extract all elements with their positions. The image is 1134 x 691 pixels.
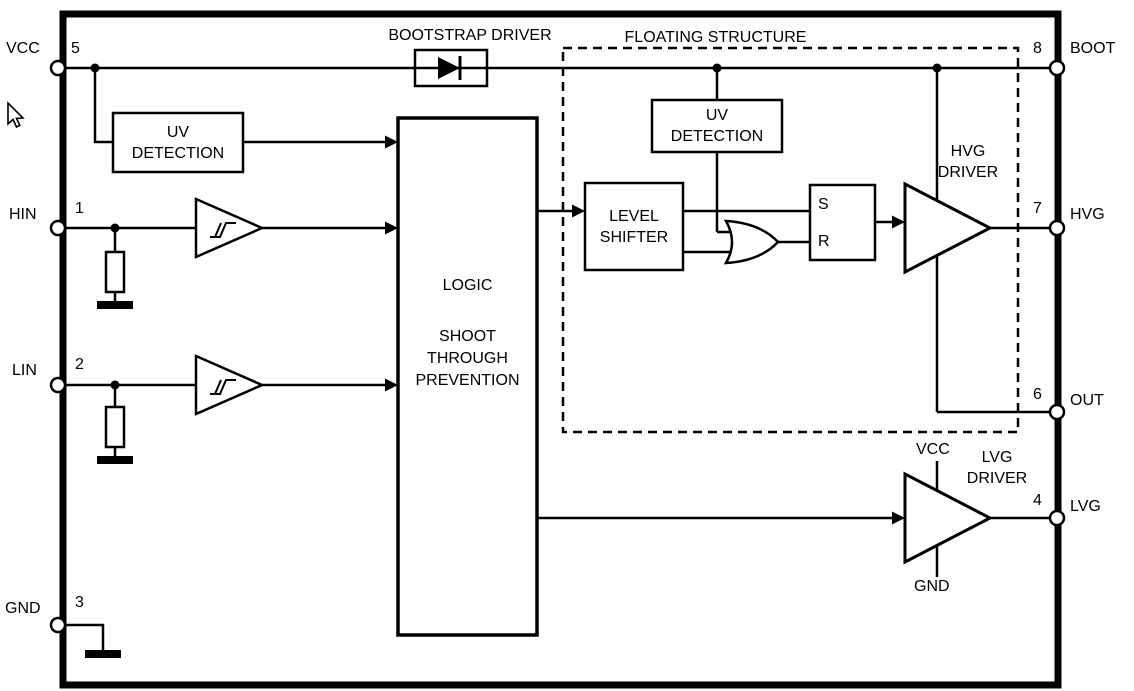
ground-symbol: [97, 301, 133, 309]
logic-subtitle: SHOOT THROUGH PREVENTION: [415, 328, 520, 389]
lvg-driver-vcc-label: VCC: [916, 441, 950, 458]
pin-lvg-terminal: [1048, 509, 1066, 527]
sr-latch-reset-label: R: [818, 233, 830, 250]
hysteresis-icon: [214, 379, 222, 395]
hvg-driver-triangle: [903, 181, 994, 275]
pin-hin-terminal: [49, 219, 67, 237]
uv-input-branch: [93, 68, 113, 144]
hvg-driver-label: HVG DRIVER: [937, 143, 999, 181]
chip-boundary: [59, 10, 1062, 689]
pin-label-vcc: VCC: [6, 40, 40, 57]
pin-number-gnd: 3: [75, 594, 84, 611]
pin-vcc-terminal: [49, 59, 67, 77]
pin-boot-terminal: [1048, 59, 1066, 77]
logic-title: LOGIC: [442, 277, 493, 294]
hin-schmitt-buffer: [194, 197, 266, 259]
pin-label-gnd: GND: [5, 600, 41, 617]
pin-label-lvg: LVG: [1070, 498, 1101, 515]
sr-latch-box: [808, 183, 877, 262]
pin-label-hvg: HVG: [1070, 206, 1105, 223]
level-shifter-box: [583, 181, 685, 272]
or-gate: [723, 219, 780, 265]
lin-pulldown-resistor: [104, 405, 126, 449]
uv-detection-input-label: UV DETECTION: [131, 123, 225, 162]
gnd-wire: [58, 623, 105, 651]
hysteresis-icon: [214, 222, 222, 238]
pin-number-lvg: 4: [1033, 492, 1042, 509]
arrow-into-logic: [385, 221, 398, 235]
pin-label-boot: BOOT: [1070, 40, 1116, 57]
pin-hvg-terminal: [1048, 219, 1066, 237]
pin-out-terminal: [1048, 403, 1066, 421]
pin-label-lin: LIN: [12, 362, 37, 379]
pin-label-out: OUT: [1070, 392, 1104, 409]
pin-number-vcc: 5: [71, 40, 80, 57]
bootstrap-driver-title: BOOTSTRAP DRIVER: [388, 27, 552, 44]
level-shifter-label: LEVEL SHIFTER: [599, 207, 669, 246]
pin-lin-terminal: [49, 376, 67, 394]
pin-number-out: 6: [1033, 386, 1042, 403]
pin-label-hin: HIN: [9, 206, 37, 223]
floating-structure-title: FLOATING STRUCTURE: [624, 29, 807, 46]
arrow-into-levelshifter: [572, 204, 585, 218]
lvg-driver-gnd-label: GND: [914, 578, 950, 595]
arrow-into-lvg-driver: [892, 511, 905, 525]
bootstrap-driver-block: [413, 48, 489, 88]
lin-schmitt-buffer: [194, 354, 266, 416]
hin-pulldown-resistor: [104, 250, 126, 294]
junction-dots: [90, 63, 942, 390]
pin-terminals: [49, 59, 1066, 634]
bootstrap-diode: [438, 57, 460, 79]
floating-structure-outline: [561, 46, 1020, 434]
pin-number-hin: 1: [75, 200, 84, 217]
lvg-driver-label: LVG DRIVER: [966, 449, 1028, 487]
arrow-into-logic: [385, 378, 398, 392]
mouse-cursor: [7, 101, 25, 129]
uv-detection-input-box: [111, 111, 245, 174]
wire-arrowheads: [385, 135, 905, 525]
ground-symbol: [85, 650, 121, 658]
arrow-into-hvg-driver: [892, 215, 905, 229]
arrow-into-logic: [385, 135, 398, 149]
logic-box: [396, 116, 539, 637]
uv-detection-floating-label: UV DETECTION: [670, 107, 764, 145]
pin-number-hvg: 7: [1033, 200, 1042, 217]
pin-gnd-terminal: [49, 616, 67, 634]
pin-number-boot: 8: [1033, 40, 1042, 57]
wires: [58, 66, 1057, 651]
sr-latch-set-label: S: [818, 196, 829, 213]
uv-detection-floating-box: [650, 98, 784, 154]
pin-number-lin: 2: [75, 356, 84, 373]
ground-symbol: [97, 456, 133, 464]
